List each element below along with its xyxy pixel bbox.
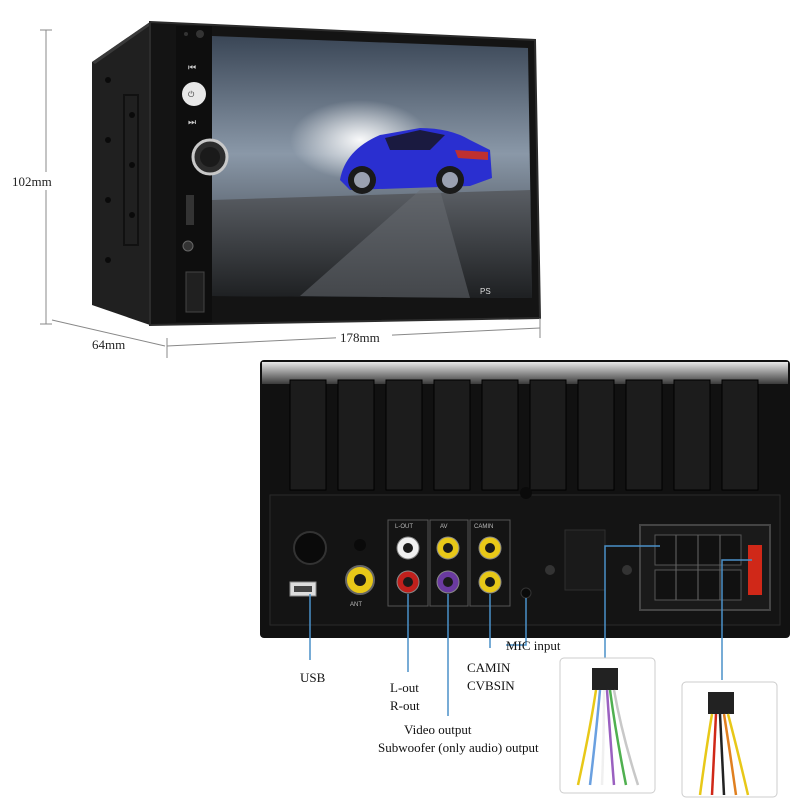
label-cvbsin: CVBSIN [467, 678, 515, 693]
svg-text:L-OUT: L-OUT [395, 524, 413, 530]
red-fuse-connector[interactable] [748, 545, 762, 595]
svg-text:CAMIN: CAMIN [474, 524, 493, 530]
height-dimension: 102mm [12, 174, 52, 189]
unit-side-panel [92, 22, 150, 325]
front-unit: PS ⏮ ⏻ ⏭ [92, 20, 542, 327]
label-usb: USB [300, 670, 326, 685]
heat-sink-fins [289, 379, 759, 491]
svg-text:AV: AV [440, 524, 448, 530]
usb-front-slot[interactable] [185, 271, 205, 313]
side-mount-holes [105, 77, 139, 263]
gps-antenna-port [293, 531, 327, 565]
front-controls: ⏮ ⏻ ⏭ [182, 30, 229, 313]
aux-jack[interactable] [182, 240, 194, 252]
label-l-out: L-out [390, 680, 419, 695]
car-image [340, 128, 492, 194]
label-mic-input: MIC input [506, 638, 561, 653]
back-panel: ANT L-OUT AV CAMIN [260, 360, 790, 638]
label-camin: CAMIN [467, 660, 511, 675]
tf-card-slot[interactable] [186, 195, 194, 225]
mic-hole [184, 32, 188, 36]
prev-track-icon[interactable]: ⏮ [188, 63, 196, 73]
label-video-output: Video output [404, 722, 472, 737]
label-subwoofer-output: Subwoofer (only audio) output [378, 740, 539, 755]
label-r-out: R-out [390, 698, 420, 713]
rca-group-camin: CAMIN [469, 519, 511, 607]
mic-input-port[interactable] [520, 587, 532, 599]
leader-lines [309, 545, 752, 716]
width-dimension: 178mm [340, 330, 380, 345]
screen: PS [212, 36, 532, 298]
power-icon: ⏻ [188, 90, 195, 99]
svg-text:ANT: ANT [350, 602, 362, 608]
depth-dimension: 64mm [92, 337, 125, 352]
wiring-harness-2 [681, 681, 778, 798]
rca-group-av: AV [429, 519, 469, 607]
rca-group-audio: L-OUT [387, 519, 429, 607]
power-button[interactable] [182, 82, 206, 106]
iso-connector-block [639, 524, 771, 611]
screw-hole [354, 539, 366, 551]
wiring-harness-1 [559, 657, 656, 794]
screen-brand-text: PS [480, 287, 491, 296]
next-track-icon[interactable]: ⏭ [188, 118, 196, 128]
